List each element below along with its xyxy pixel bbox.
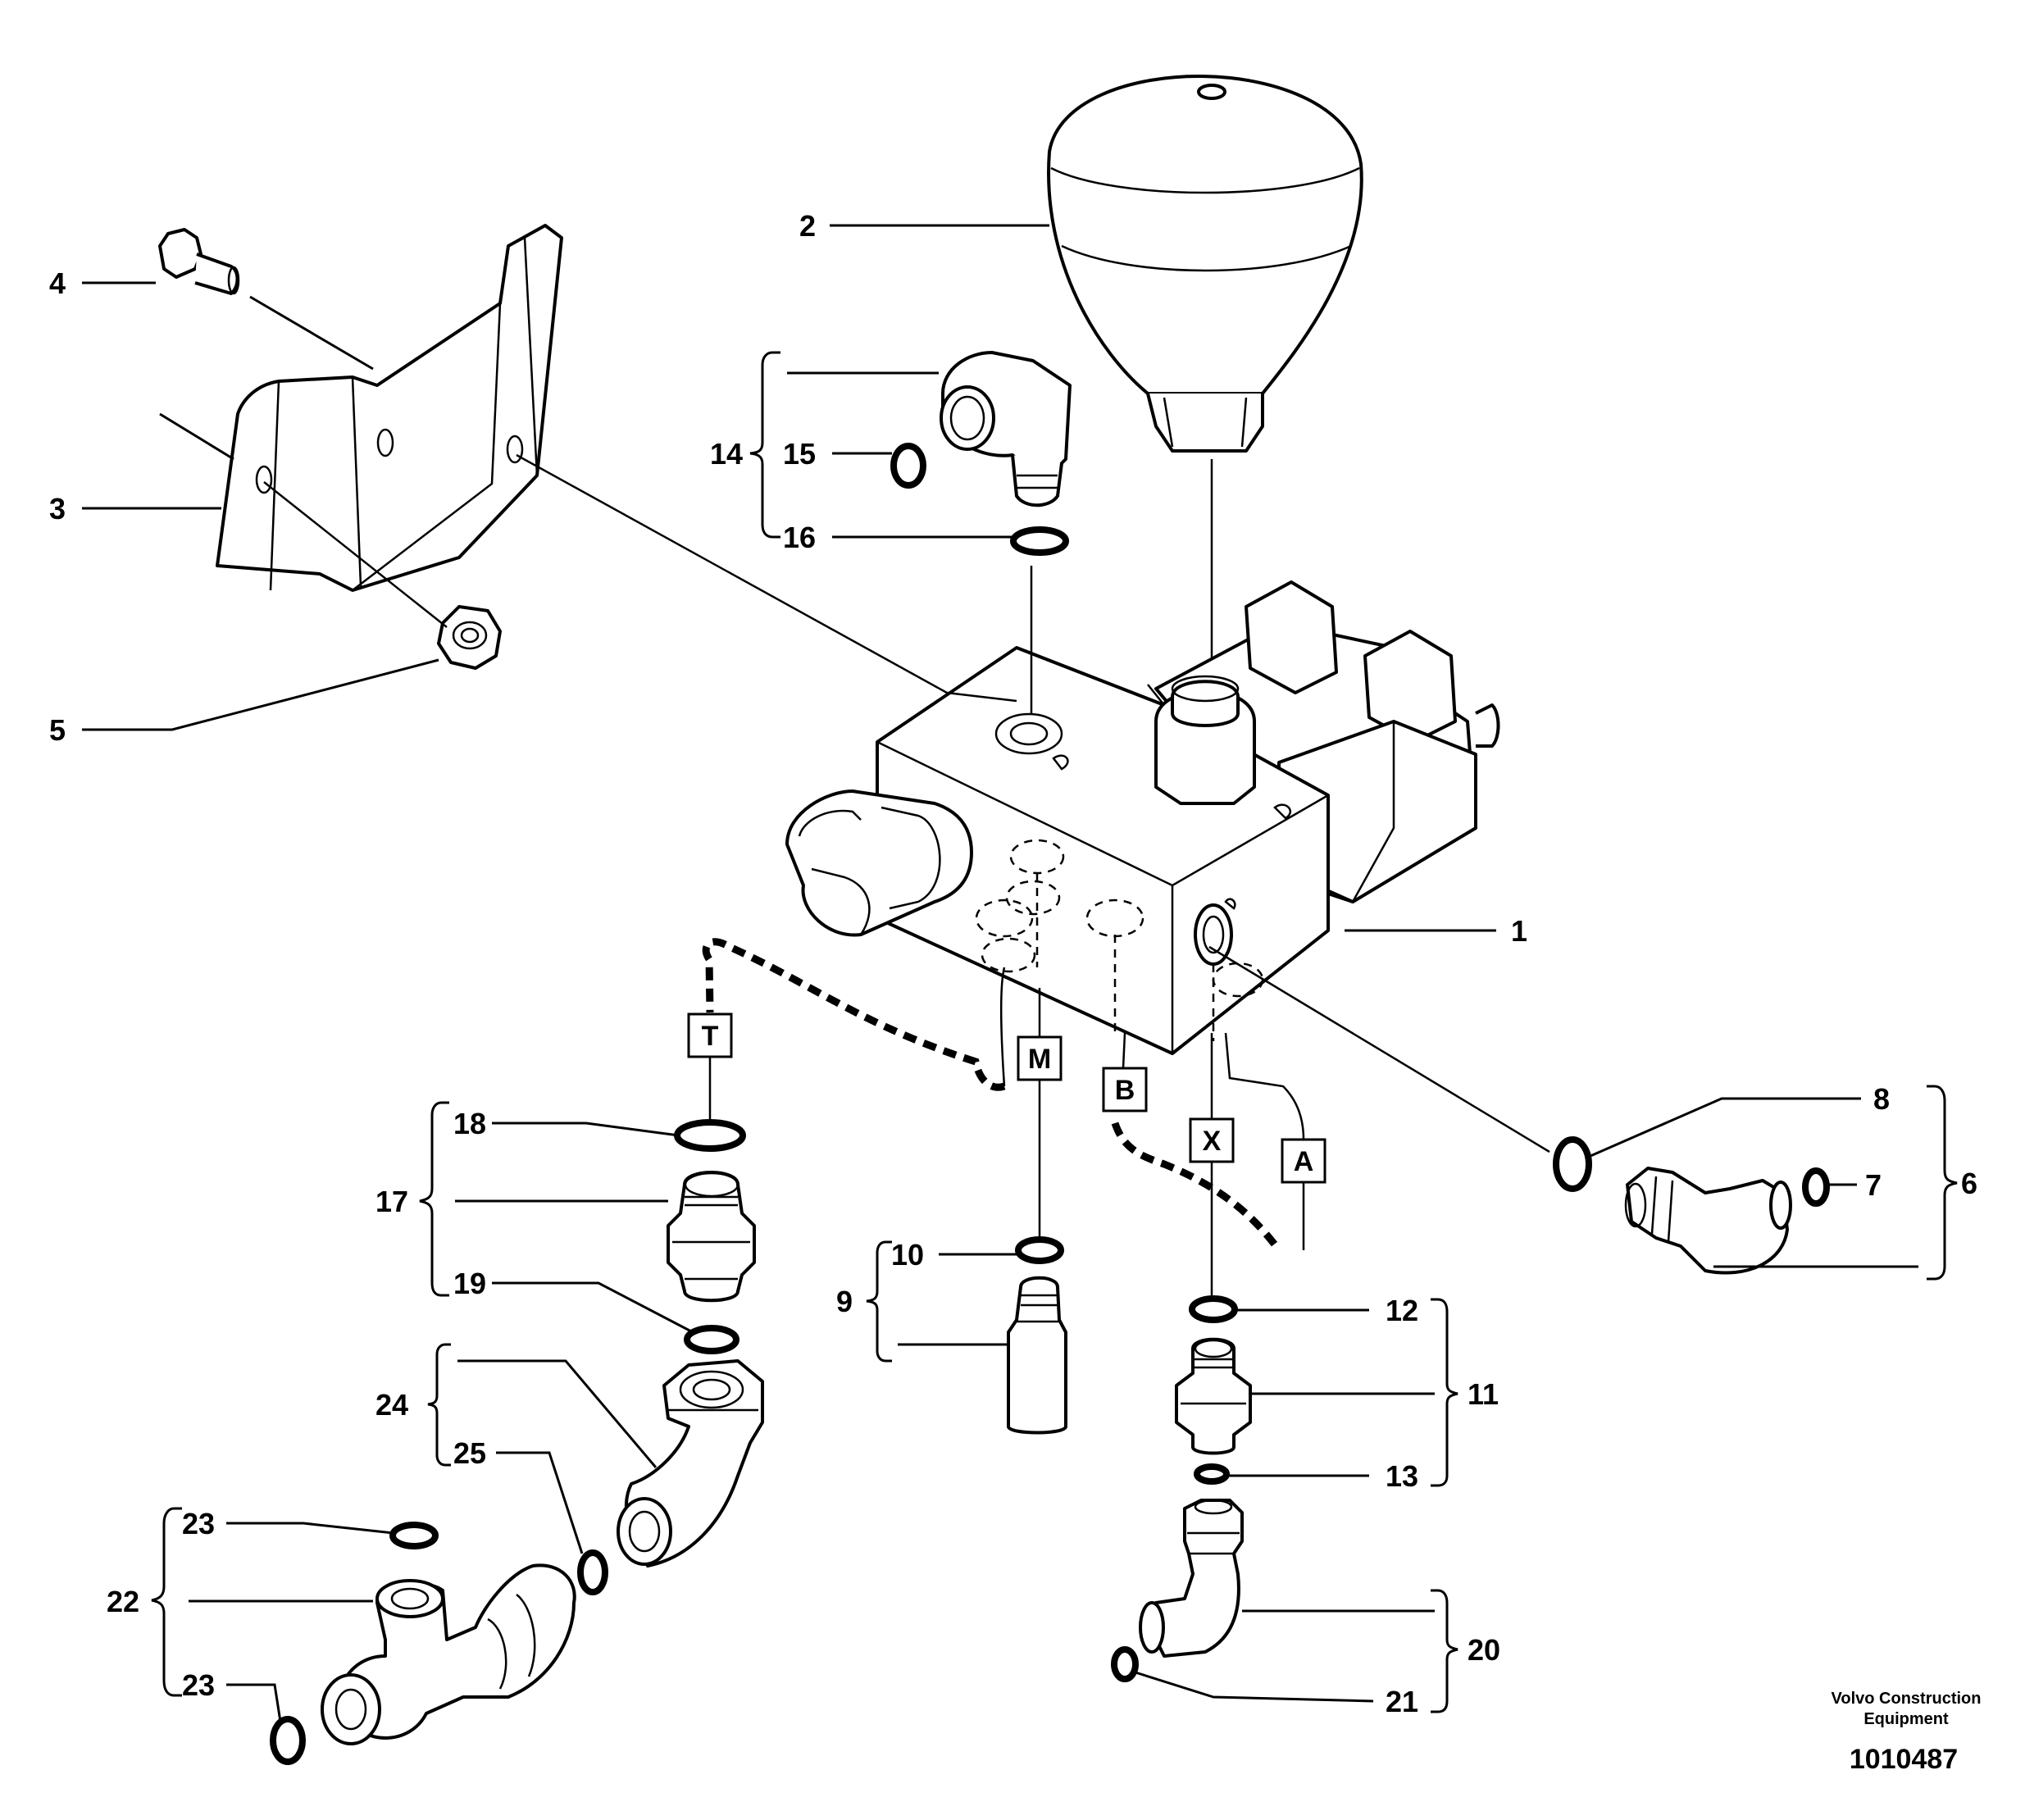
- o-ring-8: [1553, 1136, 1592, 1192]
- port-label-B: B: [1102, 1067, 1148, 1112]
- item-number-17: 17: [375, 1185, 408, 1218]
- o-ring-23-top: [389, 1522, 439, 1549]
- item-number-21: 21: [1386, 1685, 1418, 1718]
- o-ring-10: [1015, 1236, 1064, 1264]
- adapter-11-drawing: [1175, 1337, 1252, 1455]
- item-number-19: 19: [453, 1267, 486, 1300]
- item-number-20: 20: [1468, 1633, 1500, 1667]
- item-number-15: 15: [783, 437, 816, 471]
- svg-text:M: M: [1028, 1044, 1051, 1075]
- item-number-23-top: 23: [182, 1507, 215, 1540]
- o-ring-12: [1189, 1295, 1238, 1323]
- item-number-24: 24: [375, 1388, 408, 1422]
- item-number-7: 7: [1865, 1168, 1882, 1202]
- item-number-5: 5: [49, 713, 66, 747]
- item-number-10: 10: [891, 1238, 924, 1272]
- port-label-T: T: [687, 1012, 733, 1058]
- item-number-22: 22: [107, 1585, 139, 1618]
- bracket-drawing: [159, 224, 563, 592]
- o-ring-16: [1010, 526, 1069, 556]
- brace-6: [1927, 1085, 1958, 1281]
- svg-text:B: B: [1115, 1075, 1135, 1106]
- o-ring-23-bottom: [270, 1716, 306, 1765]
- item-number-25: 25: [453, 1436, 486, 1470]
- svg-text:A: A: [1294, 1146, 1314, 1177]
- item-number-12: 12: [1386, 1294, 1418, 1327]
- port-label-M: M: [1017, 1035, 1063, 1081]
- item-number-14: 14: [710, 437, 743, 471]
- item-number-4: 4: [49, 266, 66, 300]
- item-number-3: 3: [49, 492, 66, 526]
- brace-22: [151, 1507, 182, 1697]
- o-ring-21: [1111, 1646, 1139, 1682]
- valve-block-drawing: [785, 580, 1500, 1055]
- drawing-number: 1010487: [1850, 1744, 1958, 1775]
- o-ring-7: [1802, 1167, 1830, 1207]
- elbow-6-drawing: [1624, 1167, 1792, 1275]
- o-ring-15: [890, 443, 926, 489]
- brace-17: [419, 1101, 449, 1297]
- port-label-X: X: [1189, 1117, 1235, 1163]
- brace-9: [866, 1240, 892, 1363]
- item-number-8: 8: [1873, 1082, 1890, 1116]
- o-ring-18: [674, 1119, 746, 1152]
- svg-text:T: T: [702, 1021, 719, 1052]
- o-ring-13: [1194, 1463, 1230, 1485]
- manufacturer-line-1: Volvo Construction: [1832, 1690, 1982, 1708]
- brace-24: [427, 1343, 451, 1467]
- brace-11: [1431, 1298, 1458, 1487]
- brace-14: [749, 351, 780, 539]
- item-number-2: 2: [799, 209, 816, 243]
- item-number-6: 6: [1961, 1167, 1977, 1200]
- item-number-11: 11: [1468, 1377, 1499, 1411]
- port-label-A: A: [1281, 1138, 1326, 1184]
- nut-drawing: [437, 605, 502, 670]
- elbow-20-drawing: [1139, 1499, 1244, 1658]
- bolt-drawing: [158, 228, 240, 295]
- brace-20: [1431, 1589, 1458, 1713]
- item-number-9: 9: [836, 1285, 853, 1318]
- item-number-18: 18: [453, 1107, 486, 1140]
- item-number-23-bottom: 23: [182, 1668, 215, 1702]
- accumulator-drawing: [1047, 75, 1363, 672]
- elbow-24-drawing: [617, 1359, 764, 1567]
- hose-route-T: [702, 938, 1006, 1091]
- item-number-13: 13: [1386, 1459, 1418, 1493]
- o-ring-19: [684, 1325, 739, 1354]
- item-number-16: 16: [783, 521, 816, 554]
- adapter-17-drawing: [667, 1171, 756, 1303]
- hose-route-B-A: [1111, 1122, 1282, 1253]
- manufacturer-line-2: Equipment: [1863, 1710, 1949, 1728]
- item-number-1: 1: [1511, 914, 1527, 948]
- o-ring-25: [577, 1549, 608, 1595]
- tee-22-drawing: [321, 1563, 576, 1745]
- svg-text:X: X: [1203, 1126, 1222, 1157]
- elbow-fitting-14-drawing: [940, 351, 1072, 507]
- test-plug-9-drawing: [1007, 1276, 1067, 1435]
